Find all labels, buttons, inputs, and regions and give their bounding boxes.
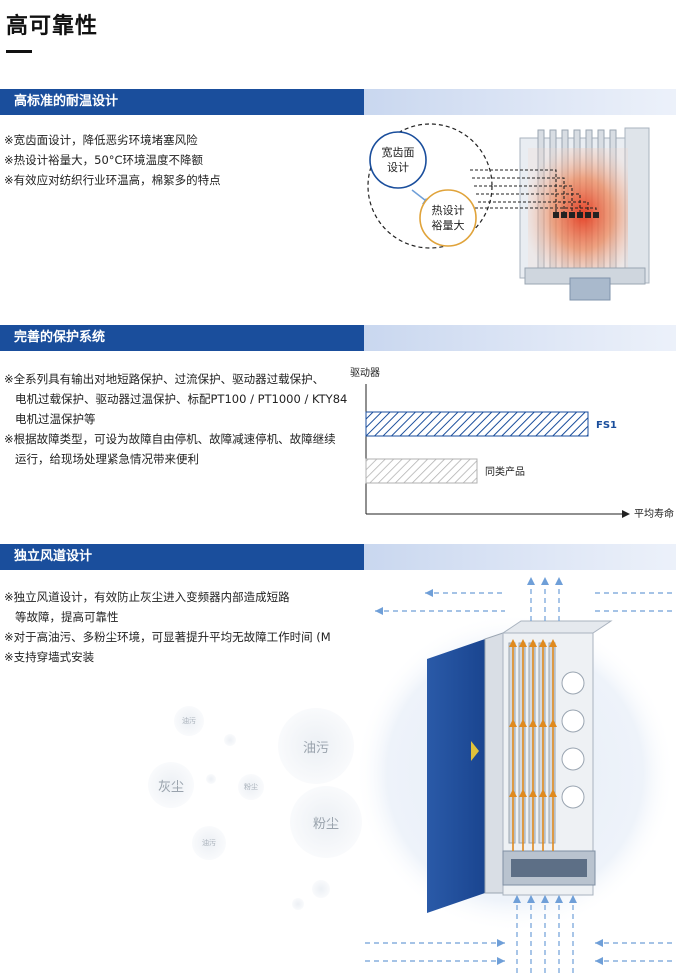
dust-bubble-large: 粉尘 — [290, 786, 362, 858]
bullet: ※全系列具有输出对地短路保护、过流保护、驱动器过载保护、 — [4, 372, 325, 386]
bubble-b-line1: 热设计 — [432, 204, 465, 217]
drive-connector — [569, 277, 611, 301]
section-header-fade — [364, 544, 676, 570]
bullet: ※独立风道设计，有效防止灰尘进入变频器内部造成短路 — [4, 590, 290, 604]
bullet: ※对于高油污、多粉尘环境，可显著提升平均无故障工作时间 (M — [4, 630, 331, 644]
dust-particle — [206, 774, 216, 784]
dust-particle — [224, 734, 236, 746]
bullet: ※支持穿墙式安装 — [4, 650, 95, 664]
heatsink-top — [501, 620, 613, 634]
dust-particle — [312, 880, 330, 898]
thermal-bullets: ※宽齿面设计，降低恶劣环境堵塞风险 ※热设计裕量大，50°C环境温度不降额 ※有… — [4, 130, 221, 190]
bubble-wide-tooth — [369, 131, 427, 189]
section-header-fade — [364, 325, 676, 351]
section-title: 完善的保护系统 — [0, 325, 364, 351]
internal-airflow — [512, 643, 554, 851]
protection-bullets: ※全系列具有输出对地短路保护、过流保护、驱动器过载保护、 电机过载保护、驱动器过… — [4, 369, 347, 469]
oil-bubble-small-2: 油污 — [192, 826, 226, 860]
bubble-a-line2: 设计 — [387, 161, 409, 174]
bubble-a-line1: 宽齿面 — [382, 145, 415, 159]
airflow-arrowheads — [509, 639, 557, 797]
section-header-airduct: 独立风道设计 — [0, 544, 676, 570]
bar-peer-products — [365, 458, 478, 484]
bullet: ※热设计裕量大，50°C环境温度不降额 — [4, 153, 204, 167]
bullet: 电机过温保护等 — [15, 412, 96, 426]
bullet: 运行，给现场处理紧急情况带来便利 — [15, 452, 199, 466]
airduct-figure — [355, 577, 675, 973]
oil-bubble-large: 油污 — [278, 708, 354, 784]
external-airflow-arrowheads — [375, 577, 603, 965]
bar-fs1 — [365, 411, 589, 437]
warning-triangle-icon — [471, 741, 479, 761]
link-endpoints — [553, 212, 599, 218]
bullet: 电机过载保护、驱动器过温保护、标配PT100 / PT1000 / KTY84 — [15, 392, 348, 406]
external-airflow — [365, 579, 675, 973]
section-title: 高标准的耐温设计 — [0, 89, 364, 115]
section-title: 独立风道设计 — [0, 544, 364, 570]
x-axis-arrow-icon — [622, 510, 630, 518]
bar-label-peer: 同类产品 — [485, 465, 525, 478]
drive-front-edge — [484, 632, 504, 894]
bullet: ※有效应对纺织行业环温高，棉絮多的特点 — [4, 173, 221, 187]
bullet: ※根据故障类型，可设为故障自由停机、故障减速停机、故障继续 — [4, 432, 336, 446]
bubble-thermal-margin — [419, 189, 477, 247]
title-rule — [6, 50, 32, 53]
cable-glands — [561, 671, 585, 809]
dust-particle — [292, 898, 304, 910]
section-header-fade — [364, 89, 676, 115]
fan-icon — [511, 859, 587, 877]
zoom-circle — [367, 123, 493, 249]
section-header-protection: 完善的保护系统 — [0, 325, 676, 351]
ash-bubble: 灰尘 — [148, 762, 194, 808]
drive-blue-panel — [427, 639, 485, 913]
dust-bubble-small: 粉尘 — [238, 774, 264, 800]
drive-side-panel — [624, 127, 650, 284]
oil-bubble-small: 油污 — [174, 706, 204, 736]
heatsink-figure: 宽齿面 设计 热设计 裕量大 — [367, 123, 650, 301]
bullet: 等故障，提高可靠性 — [15, 610, 119, 624]
chart-y-label: 驱动器 — [350, 367, 380, 379]
bubble-b-line2: 裕量大 — [432, 218, 465, 232]
bullet: ※宽齿面设计，降低恶劣环境堵塞风险 — [4, 133, 198, 147]
page-title: 高可靠性 — [6, 14, 99, 39]
chart-x-label: 平均寿命 — [634, 507, 674, 520]
lifetime-chart: 驱动器 平均寿命 FS1 同类产品 — [350, 367, 674, 520]
section-header-thermal: 高标准的耐温设计 — [0, 89, 676, 115]
airduct-bullets: ※独立风道设计，有效防止灰尘进入变频器内部造成短路 等故障，提高可靠性 ※对于高… — [4, 587, 331, 667]
bar-label-fs1: FS1 — [596, 420, 617, 431]
